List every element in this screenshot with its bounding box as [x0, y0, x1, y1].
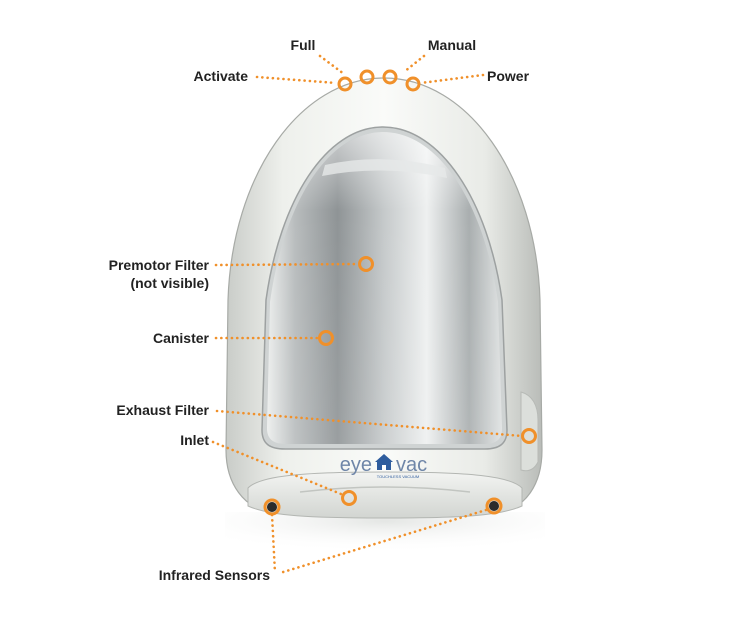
label-canister: Canister	[153, 330, 210, 346]
leader-activate	[255, 75, 338, 85]
leader-lines	[211, 54, 524, 575]
leader-full	[318, 54, 346, 76]
infrared-sensor-right	[489, 501, 499, 511]
leader-manual	[402, 54, 426, 74]
leader-inlet	[211, 440, 343, 496]
leader-infrared-right	[278, 508, 488, 575]
label-premotor-filter-note: (not visible)	[130, 275, 209, 291]
marker-exhaust-filter	[521, 428, 537, 444]
marker-premotor-filter	[358, 256, 374, 272]
eyevac-logo: eye vac TOUCHLESS VACUUM	[340, 454, 427, 479]
label-infrared-sensors: Infrared Sensors	[159, 567, 270, 583]
callout-markers	[263, 69, 537, 516]
label-power: Power	[487, 68, 530, 84]
leader-power	[419, 73, 485, 85]
canister-window	[261, 126, 508, 450]
marker-infrared-left	[263, 498, 281, 516]
logo-text-eye: eye	[340, 454, 372, 476]
floor-reflection	[225, 512, 545, 557]
marker-manual	[382, 69, 398, 85]
logo-text-vac: vac	[396, 454, 427, 476]
marker-activate	[337, 76, 353, 92]
leader-exhaust-filter	[215, 409, 524, 438]
label-activate: Activate	[194, 68, 249, 84]
logo-tagline: TOUCHLESS VACUUM	[377, 474, 420, 479]
label-inlet: Inlet	[180, 432, 209, 448]
infrared-sensor-left	[267, 502, 277, 512]
marker-full	[359, 69, 375, 85]
marker-inlet	[341, 490, 357, 506]
house-icon	[375, 454, 393, 470]
marker-canister	[318, 330, 334, 346]
label-premotor-filter: Premotor Filter	[109, 257, 210, 273]
label-manual: Manual	[428, 37, 476, 53]
marker-power	[405, 76, 421, 92]
label-full: Full	[291, 37, 316, 53]
leader-infrared-left	[270, 513, 277, 575]
marker-infrared-right	[485, 497, 503, 515]
label-exhaust-filter: Exhaust Filter	[116, 402, 209, 418]
callout-labels: Full Manual Activate Power Premotor Filt…	[109, 37, 530, 583]
